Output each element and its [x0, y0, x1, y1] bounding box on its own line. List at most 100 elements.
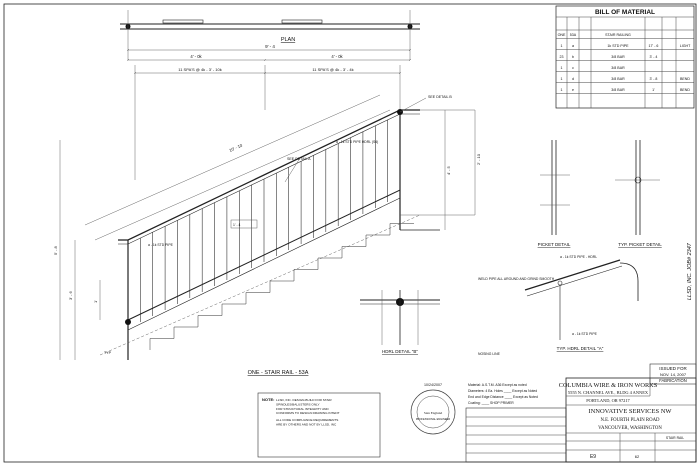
bom-cell-mark: d: [572, 77, 574, 81]
svg-text:FABRICATION: FABRICATION: [659, 378, 687, 383]
svg-text:4' - 5: 4' - 5: [446, 165, 451, 175]
bom-cell-mark: e: [572, 88, 574, 92]
sheet-border: [3, 3, 697, 463]
bom-cell-rem: BEND: [680, 77, 690, 81]
stair-step: [341, 246, 366, 258]
svg-text:1': 1': [93, 300, 98, 303]
svg-text:3' - 6: 3' - 6: [68, 290, 73, 300]
nosing-label: NOSING LINE: [478, 352, 501, 356]
svg-text:Stan Englund: Stan Englund: [424, 411, 443, 415]
svg-text:9' - 4: 9' - 4: [265, 44, 275, 49]
stair-step: [365, 234, 390, 247]
engineer-stamp: 10/24/2007 Stan Englund PROFESSIONAL ENG…: [410, 383, 456, 435]
design-note: NOTE: LLSD, INC. DESIGN-BUILD FOR STAIR …: [257, 392, 381, 458]
hdrl-detail-b: HDRL DETAIL "B": [360, 290, 440, 354]
svg-text:a - 1k STD PIPE - HDRL: a - 1k STD PIPE - HDRL: [560, 255, 597, 259]
main-caption: ONE - STAIR RAIL - 53A: [248, 370, 309, 376]
bom-cell-rem: LIGHT: [680, 44, 691, 48]
pickets: [140, 119, 388, 322]
bom-cell-len: 17' - 6: [649, 44, 659, 48]
company-name: COLUMBIA WIRE & IRON WORKS: [559, 382, 658, 389]
svg-text:1' - 4: 1' - 4: [233, 223, 241, 227]
material-notes: Material: A.S.T.M. A36 Except as noted D…: [468, 383, 538, 405]
bill-of-material: BILL OF MATERIAL ONE 53A STAIR RAILING 1 a 1k…: [555, 5, 695, 109]
bom-cell-desc: 3/8 BAR: [611, 66, 625, 70]
svg-text:NOTE:: NOTE:: [262, 397, 274, 402]
bom-cell-rem: BEND: [680, 88, 690, 92]
weld-note: WELD PIPE ALL AROUND AND GRIND SMOOTH: [478, 277, 555, 281]
svg-text:10' - 10: 10' - 10: [228, 142, 243, 152]
bom-cell-desc: 3/8 BAR: [611, 55, 625, 59]
svg-text:End and Edge Distance ____ Ex: End and Edge Distance ____ Except as Not…: [468, 395, 538, 399]
bom-cell-len: 3' - 8: [650, 77, 658, 81]
pipe-callout-left: a - 1k STD PIPE: [148, 243, 174, 247]
bom-cell-desc: STAIR RAILING: [605, 33, 631, 37]
stair-step: [389, 223, 414, 235]
svg-text:5555 N. CHANNEL AVE., BLDG 4 A: 5555 N. CHANNEL AVE., BLDG 4 ANNEX: [568, 390, 649, 396]
stair-step: [269, 280, 294, 293]
stair-elevation: SEE DETAIL B SEE DETAIL A a - 1k STD PIP…: [53, 94, 481, 360]
bom-title: BILL OF MATERIAL: [595, 9, 655, 16]
see-detail-b: SEE DETAIL B: [428, 95, 452, 99]
bom-cell-qty: 1: [561, 66, 563, 70]
bom-cell-qty: ONE: [558, 33, 566, 37]
svg-text:a - 1k STD PIPE: a - 1k STD PIPE: [572, 332, 598, 336]
plan-view: PLAN: [120, 10, 420, 60]
stair-steps: [149, 223, 414, 350]
picket-detail: PICKET DETAIL: [538, 140, 571, 247]
stair-step: [245, 292, 270, 304]
bom-cell-mark: a: [572, 44, 574, 48]
svg-text:N.E. FOURTH PLAIN ROAD: N.E. FOURTH PLAIN ROAD: [600, 418, 660, 423]
svg-text:11 SPA'S @ 4k - 3' - 4k: 11 SPA'S @ 4k - 3' - 4k: [312, 67, 353, 72]
side-job-number: LLSD, INC. JOB# 2347: [687, 242, 693, 300]
hdrl-detail-a: a - 1k STD PIPE - HDRL a - 1k STD PIPE T…: [524, 255, 639, 351]
svg-text:10/24/2007: 10/24/2007: [424, 383, 442, 387]
bottom-post-marker: [125, 319, 131, 325]
svg-text:4' - 0k: 4' - 0k: [190, 54, 202, 59]
typ-picket-detail: TYP. PICKET DETAIL: [615, 140, 662, 247]
stair-step: [221, 303, 246, 316]
svg-text:62: 62: [635, 454, 640, 459]
typ-picket-detail-label: TYP. PICKET DETAIL: [618, 242, 662, 247]
bom-cell-mark: c: [572, 66, 574, 70]
svg-text:NOV. 14, 2007: NOV. 14, 2007: [660, 372, 687, 377]
title-block: ISSUED FOR NOV. 14, 2007 FABRICATION COL…: [465, 363, 697, 463]
dimension-overall: 9' - 4 4' - 0k 4' - 0k 11 SPA'S @ 4k - 3…: [128, 44, 410, 180]
svg-text:5' - 8: 5' - 8: [53, 245, 58, 255]
svg-text:ISSUED FOR: ISSUED FOR: [659, 366, 687, 371]
pipe-callout: a - 1k STD PIPE HDRL (S4): [336, 140, 378, 144]
bom-cell-desc: 3/8 BAR: [611, 88, 625, 92]
svg-text:Diameters: 4 Ea. Holes ____: Diameters: 4 Ea. Holes ____ Except as No…: [468, 389, 537, 393]
plan-label: PLAN: [281, 37, 295, 43]
svg-text:Material: A.S.T.M. A36 Except: Material: A.S.T.M. A36 Except as noted: [468, 383, 527, 387]
svg-text:2' - 10: 2' - 10: [476, 153, 481, 165]
svg-text:4' - 0k: 4' - 0k: [331, 54, 343, 59]
typ-hdrl-detail-label: TYP. HDRL DETAIL "A": [557, 346, 604, 351]
svg-text:LLSD, INC. DESIGN-BUILD FOR ST: LLSD, INC. DESIGN-BUILD FOR STAIR SPINDL…: [276, 398, 340, 427]
bom-cell-mark: 53A: [570, 33, 577, 37]
bom-cell-qty: 1: [561, 77, 563, 81]
stair-step: [293, 269, 318, 281]
bom-cell-len: 1': [652, 88, 655, 92]
stair-step: [149, 338, 174, 350]
stair-step: [317, 257, 342, 270]
picket-detail-label: PICKET DETAIL: [538, 242, 571, 247]
svg-text:STAIR RAIL: STAIR RAIL: [666, 436, 684, 440]
hdrl-detail-b-label: HDRL DETAIL "B": [382, 349, 418, 354]
bom-cell-qty: 23: [560, 55, 564, 59]
svg-text:PORTLAND, OR 97217: PORTLAND, OR 97217: [586, 398, 630, 404]
bom-cell-qty: 1: [561, 44, 563, 48]
bom-cell-desc: 3/8 BAR: [611, 77, 625, 81]
bom-cell-mark: b: [572, 55, 574, 59]
svg-text:Coating: ____ SHOP PRIMER: Coating: ____ SHOP PRIMER: [468, 401, 514, 405]
svg-text:11 SPA'S @ 4k - 3' - 10k: 11 SPA'S @ 4k - 3' - 10k: [178, 67, 221, 72]
bom-cell-qty: 1: [561, 88, 563, 92]
bom-cell-len: 3' - 4: [650, 55, 658, 59]
bom-cell-desc: 1k STD PIPE: [607, 44, 629, 48]
see-detail-a: SEE DETAIL A: [287, 157, 311, 161]
client-name: INNOVATIVE SERVICES NW: [588, 408, 672, 415]
sheet-number: E9: [590, 454, 596, 460]
typ-label: TYP: [104, 351, 112, 355]
svg-text:VANCOUVER, WASHINGTON: VANCOUVER, WASHINGTON: [598, 426, 662, 431]
